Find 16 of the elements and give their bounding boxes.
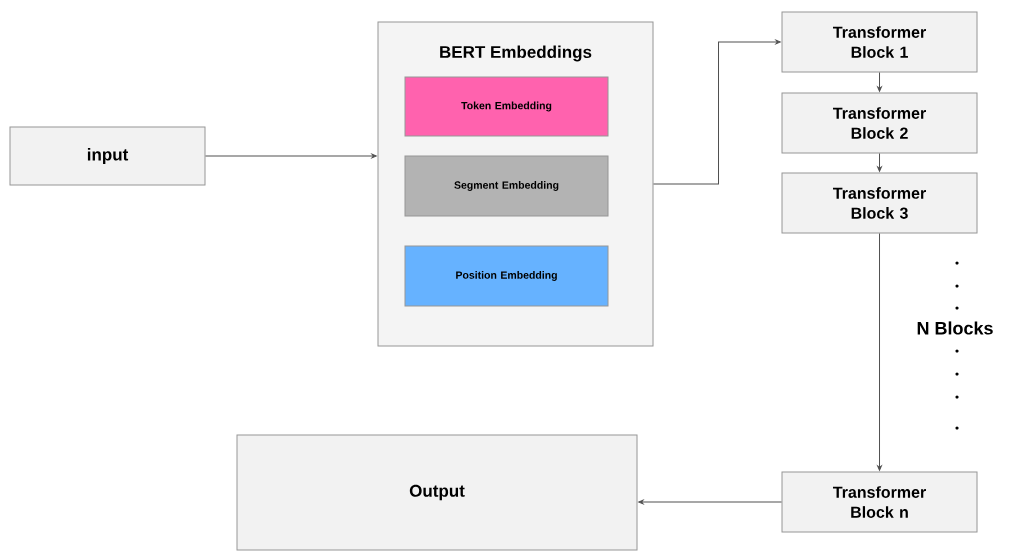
embedding-box: Token Embedding — [404, 76, 609, 137]
arrow — [877, 153, 882, 172]
block-box: Transformer Block 2 — [781, 92, 978, 154]
block-count-label: N Blocks — [917, 321, 993, 335]
arrow — [653, 39, 781, 185]
arrow — [877, 233, 882, 471]
embedding-box: Segment Embedding — [404, 155, 609, 217]
block-box: Transformer Block 3 — [781, 172, 978, 234]
arrow — [205, 153, 377, 159]
output-box: Output — [236, 434, 638, 551]
block-box: Transformer Block n — [781, 471, 978, 533]
arrow — [638, 499, 782, 505]
input-box: input — [9, 126, 206, 186]
embedding-box: Position Embedding — [404, 245, 609, 307]
block-box: Transformer Block 1 — [781, 11, 978, 73]
arrow — [877, 72, 882, 92]
